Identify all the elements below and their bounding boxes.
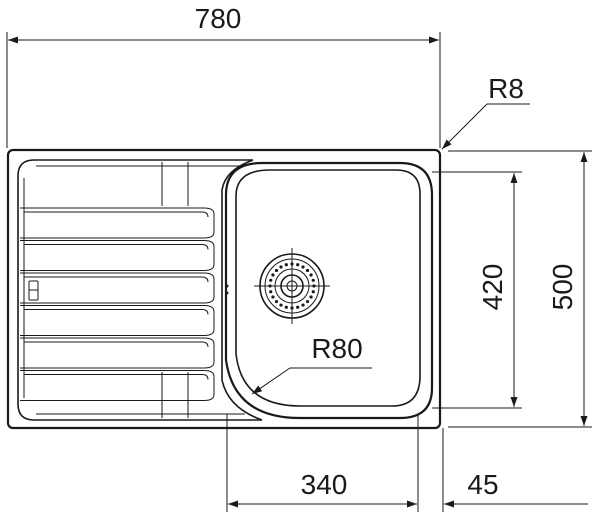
drain-hole xyxy=(268,284,272,288)
drain-center-hub xyxy=(286,280,298,292)
drainer-board-outline xyxy=(17,159,263,421)
bowl-corner-radius-label: R80 xyxy=(311,333,362,364)
bowl-rim-dot xyxy=(225,284,229,288)
bowl-outer-outline xyxy=(224,161,434,420)
bowl-rim-dot xyxy=(225,291,229,295)
r80-leader-line xyxy=(251,367,291,395)
edge-offset-label: 45 xyxy=(467,469,498,500)
drain-hole xyxy=(305,299,310,304)
drain-hole xyxy=(305,268,310,273)
drain-hole xyxy=(271,295,275,299)
drain-hole xyxy=(301,303,305,307)
drain-hole xyxy=(274,268,279,273)
drain-hole xyxy=(311,290,315,294)
drain-hole xyxy=(284,263,288,267)
drain-hole xyxy=(311,278,315,282)
sink-body xyxy=(6,148,442,430)
drain-hole xyxy=(284,305,288,309)
drain-hole xyxy=(290,306,294,310)
overall-depth-dimension: 500 xyxy=(448,150,592,428)
drain-strainer-icon xyxy=(254,248,330,324)
drain-hole xyxy=(296,263,300,267)
bowl-depth-label: 420 xyxy=(477,264,508,311)
bottom-dimensions: 340 45 xyxy=(226,414,588,512)
drainer-groove-inner xyxy=(24,341,209,348)
drainer-groove xyxy=(20,272,215,304)
drainer-groove-inner xyxy=(24,244,209,250)
drain-hole xyxy=(279,303,283,307)
overall-width-label: 780 xyxy=(195,3,242,34)
drain-inner-ring xyxy=(280,274,304,298)
overall-depth-label: 500 xyxy=(547,264,578,311)
drain-hole xyxy=(290,262,294,266)
drain-ring xyxy=(274,268,310,304)
drainer-groove xyxy=(20,370,215,401)
bowl-radius-leader: R80 xyxy=(251,333,372,395)
bowl-inner-outline xyxy=(235,169,421,407)
r8-leader-line xyxy=(441,103,488,150)
sink-outer-rim xyxy=(6,148,442,430)
corner-radius-label: R8 xyxy=(488,73,524,104)
drain-hole xyxy=(309,295,313,299)
drain-hole xyxy=(301,265,305,269)
drain-hole xyxy=(274,299,279,304)
bowl-width-label: 340 xyxy=(301,469,348,500)
drainer-groove-inner xyxy=(24,309,209,315)
overall-width-dimension: 780 xyxy=(6,3,441,148)
drainer-groove-inner xyxy=(24,276,209,283)
drainer-groove-inner xyxy=(24,374,209,380)
drain-hole xyxy=(312,284,316,288)
drain-hole xyxy=(296,305,300,309)
drain-hole xyxy=(269,290,273,294)
drain-hole xyxy=(279,265,283,269)
corner-radius-leader: R8 xyxy=(441,73,530,150)
bowl-depth-dimension: 420 xyxy=(432,171,522,409)
drainer-groove xyxy=(20,240,215,271)
drain-ring xyxy=(264,258,320,314)
drainer-groove xyxy=(20,305,215,336)
drainer-groove xyxy=(20,337,215,369)
drain-hole xyxy=(269,278,273,282)
drainer-groove-inner xyxy=(24,211,209,218)
drainer-groove xyxy=(20,207,215,239)
drain-hole xyxy=(271,273,275,277)
drain-holes xyxy=(268,262,316,310)
drainer-grooves xyxy=(20,207,215,401)
drain-outer-ring xyxy=(259,253,325,319)
drain-hole xyxy=(309,273,313,277)
